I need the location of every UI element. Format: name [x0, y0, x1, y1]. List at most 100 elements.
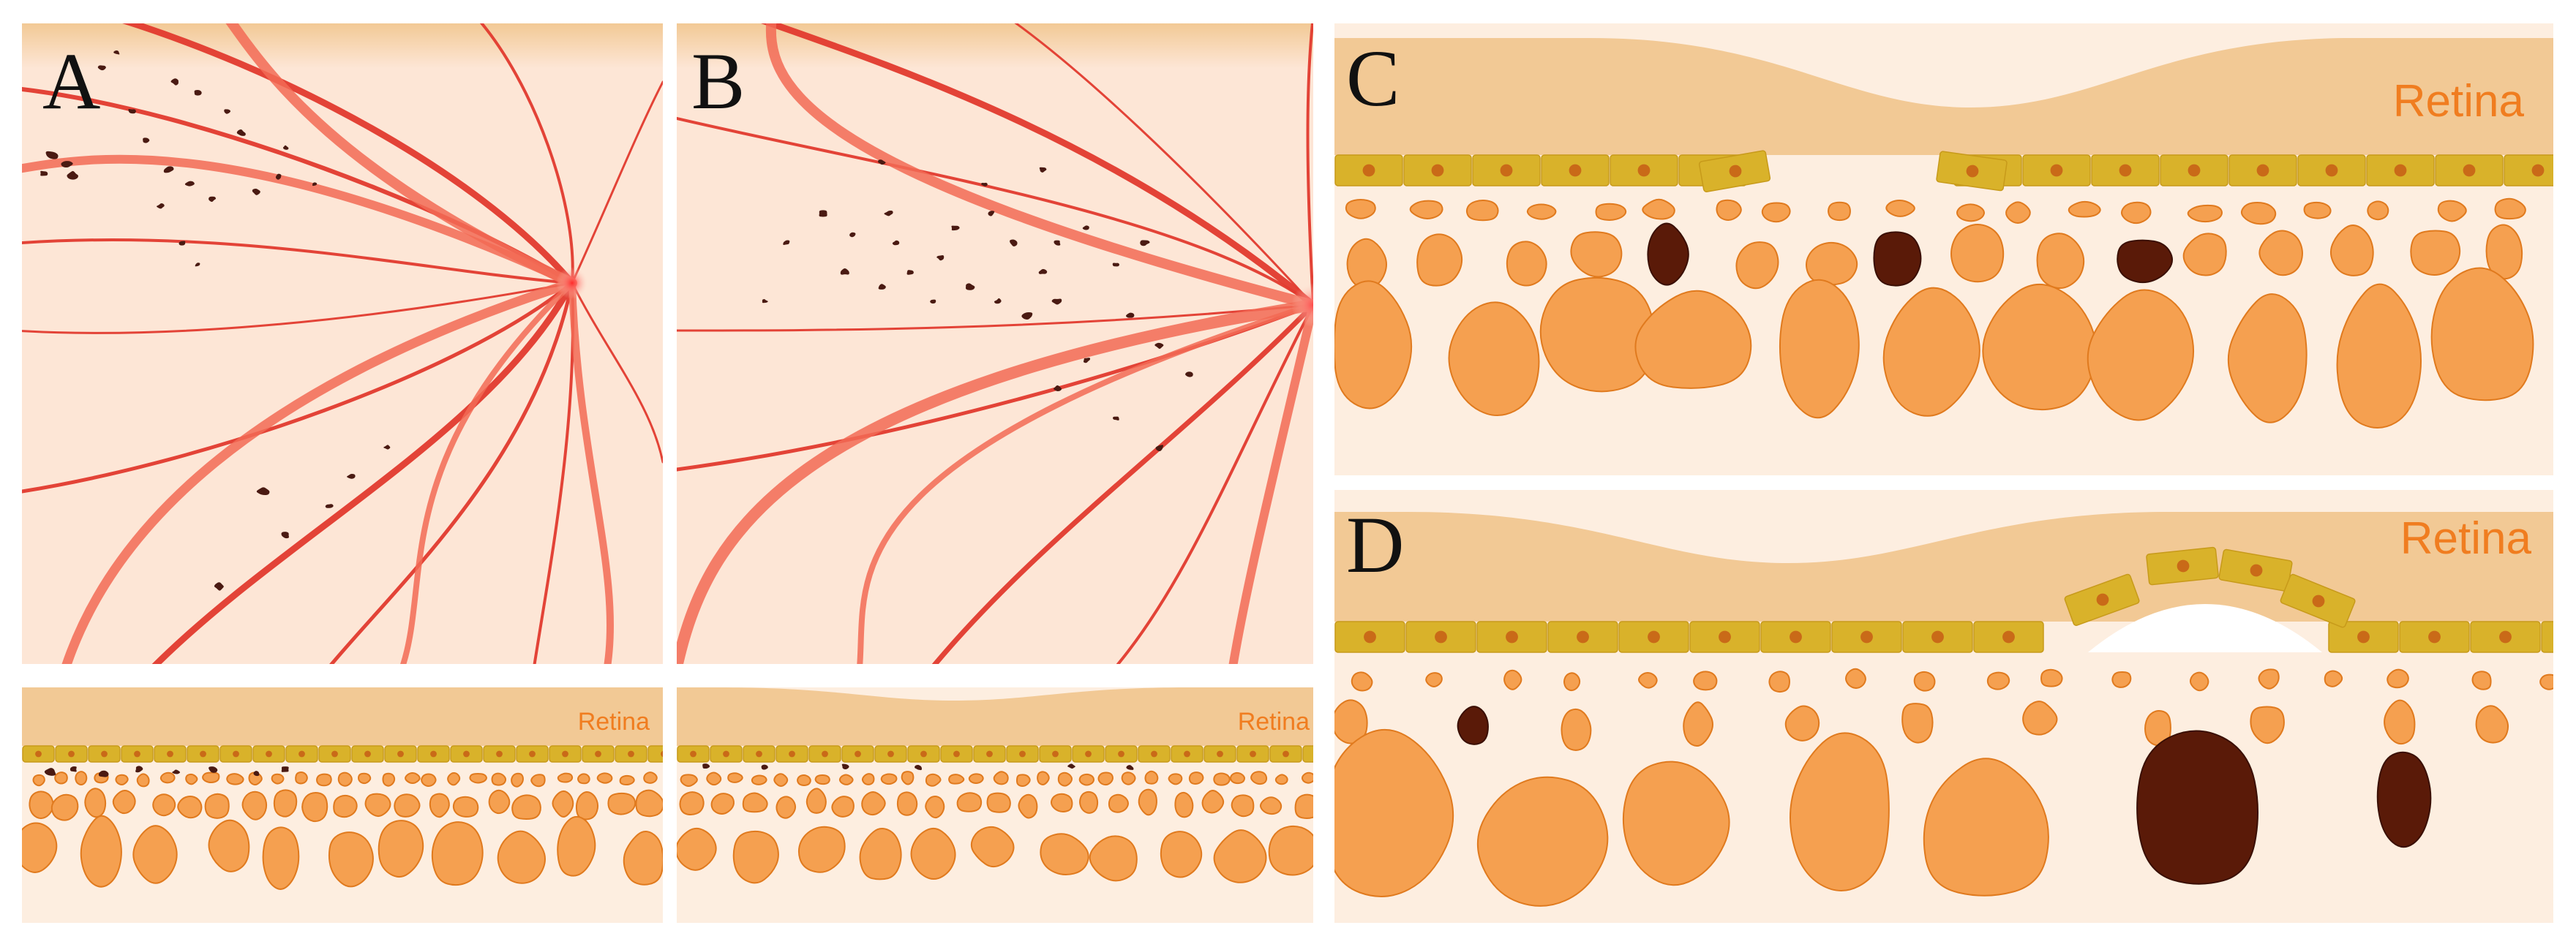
choroid-cell: [925, 773, 942, 787]
blood-vessel: [22, 154, 577, 287]
rpe-nucleus: [1217, 750, 1223, 758]
rpe-nucleus: [562, 750, 568, 758]
rpe-nucleus: [1506, 630, 1518, 644]
choroid-cell: [2258, 668, 2280, 690]
choroid-cell: [295, 771, 308, 785]
panel-letter-c: C: [1346, 34, 1400, 123]
pigment-clump: [128, 108, 136, 114]
pigment-clump: [1010, 239, 1018, 247]
pigment-clump: [135, 766, 143, 773]
choroid-cell: [364, 793, 391, 818]
pigment-clump: [884, 210, 893, 216]
pigment-clump: [965, 283, 975, 290]
pigment-clump: [275, 173, 282, 180]
pigment-clump: [194, 90, 202, 96]
choroid-cell: [1121, 771, 1136, 785]
rpe-nucleus: [1500, 164, 1513, 177]
rpe-nucleus: [298, 750, 305, 758]
choroid-cell: [497, 830, 546, 884]
choroid-cell: [2189, 671, 2209, 692]
choroid-cell: [2258, 230, 2303, 276]
rpe-nucleus: [233, 750, 239, 758]
choroid-cell: [185, 773, 198, 785]
choroid-cell: [2367, 200, 2389, 221]
choroid-cell: [1882, 287, 1980, 417]
rpe-nucleus: [2177, 559, 2190, 573]
blood-vessel: [677, 117, 1313, 306]
choroid-cell: [2121, 201, 2152, 225]
choroid-cell: [1693, 671, 1718, 691]
rpe-nucleus: [1151, 750, 1157, 758]
pigment-clump: [994, 298, 1002, 304]
choroid-cell: [677, 827, 717, 871]
choroid-cell: [378, 820, 424, 878]
choroid-cell: [80, 815, 122, 888]
pigment-clump: [252, 189, 260, 195]
rpe-nucleus: [266, 750, 272, 758]
choroid-cell: [1563, 672, 1581, 692]
pigment-clump: [67, 170, 78, 180]
choroid-cell: [2227, 293, 2307, 423]
rpe-nucleus: [2463, 164, 2476, 177]
rpe-nucleus: [822, 750, 828, 758]
rpe-nucleus: [986, 750, 993, 758]
choroid-cell: [2485, 224, 2523, 280]
choroid-cell: [1138, 788, 1157, 816]
choroid-cell: [1050, 793, 1073, 812]
rpe-cell: [1302, 745, 1313, 763]
choroid-cell: [1806, 241, 1858, 286]
choroid-cell: [2005, 201, 2031, 224]
pigment-clump: [840, 268, 849, 275]
choroid-cell: [776, 796, 797, 819]
pigment-clump: [981, 182, 988, 186]
pigment-clump: [1054, 240, 1061, 246]
panel-c-cross-section: [1334, 23, 2553, 475]
choroid-cell: [136, 773, 150, 788]
choroid-cell: [1885, 200, 1915, 217]
choroid-cell: [797, 774, 811, 786]
pigment-clump: [1082, 225, 1089, 230]
choroid-cell: [469, 773, 487, 784]
retina-layer: [1334, 38, 2553, 155]
choroid-cell: [838, 774, 854, 785]
choroid-cell: [831, 796, 855, 818]
blood-vessel: [568, 279, 615, 664]
choroid-cell: [429, 793, 450, 818]
choroid-cell: [1642, 198, 1675, 220]
rpe-nucleus: [397, 750, 404, 758]
pigment-clump: [1054, 385, 1062, 391]
choroid-cell: [896, 791, 918, 816]
choroid-cell: [1345, 199, 1376, 219]
blood-vessel: [857, 302, 1313, 664]
choroid-cell: [1448, 301, 1540, 417]
choroid-cell: [333, 794, 358, 818]
choroid-cell: [112, 790, 136, 815]
blood-vessel: [22, 238, 574, 284]
choroid-cell: [452, 796, 479, 818]
pigment-clump: [1038, 268, 1048, 274]
pigment-clump: [281, 532, 289, 539]
pigment-clump: [256, 487, 270, 496]
choroid-cell: [1144, 770, 1159, 785]
panel-a-fundus: [22, 23, 663, 664]
choroid-cell: [50, 793, 79, 821]
rpe-nucleus: [200, 750, 206, 758]
rpe-nucleus: [331, 750, 338, 758]
pigmented-choroid-cell: [2376, 751, 2432, 848]
choroid-cell: [635, 789, 663, 818]
rpe-nucleus: [1019, 750, 1026, 758]
pigment-clump: [325, 504, 334, 508]
rpe-nucleus: [789, 750, 795, 758]
pigment-clump: [61, 161, 73, 168]
choroid-cell: [1097, 771, 1114, 786]
rpe-nucleus: [2428, 630, 2441, 644]
pigment-clump: [988, 211, 995, 216]
choroid-cell: [262, 826, 300, 890]
choroid-cell: [2539, 674, 2553, 690]
blood-vessel: [151, 279, 576, 664]
rpe-nucleus: [1729, 165, 1742, 178]
choroid-cell: [773, 773, 789, 787]
rpe-nucleus: [101, 750, 108, 758]
choroid-cell: [1259, 796, 1283, 815]
retina-label-a: Retina: [577, 708, 650, 736]
